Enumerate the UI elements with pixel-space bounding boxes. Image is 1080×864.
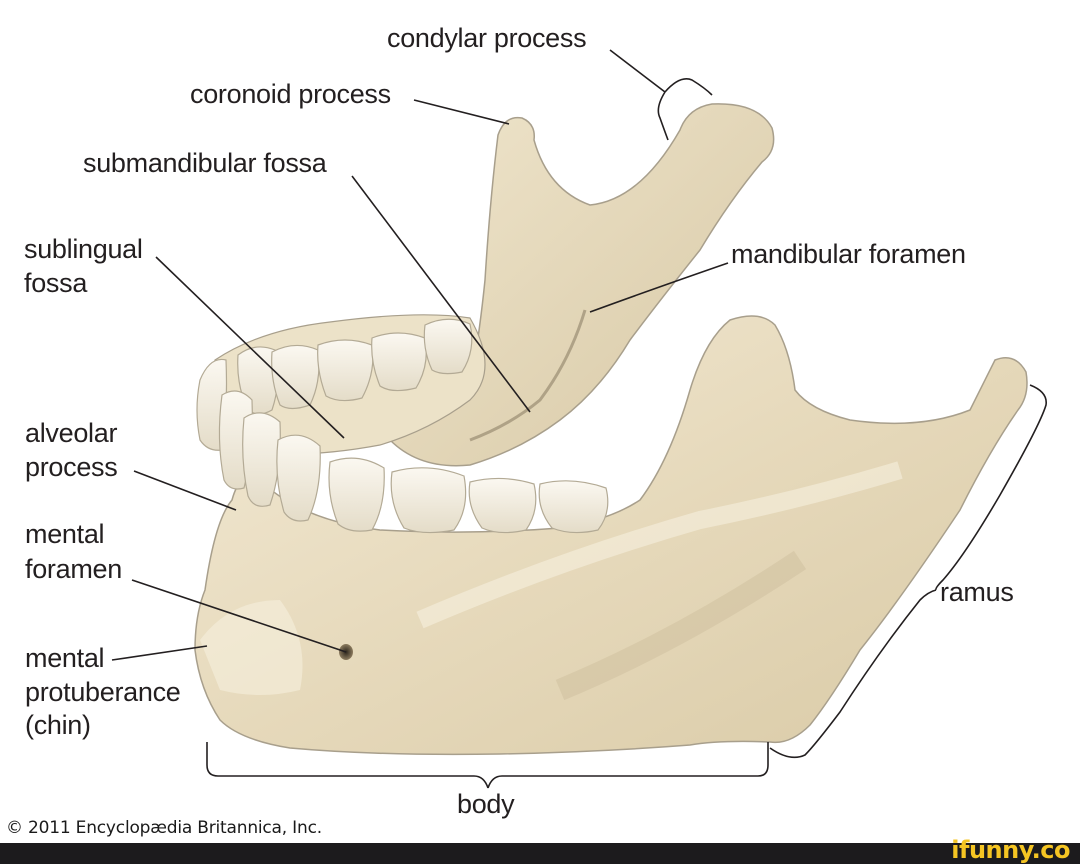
label-coronoid-process: coronoid process xyxy=(190,79,391,109)
label-submandibular-fossa: submandibular fossa xyxy=(83,148,327,178)
front-mandible xyxy=(194,315,1028,756)
leader-lines xyxy=(111,49,1047,789)
label-mental-foramen-2: foramen xyxy=(25,554,122,584)
watermark-text: ifunny.co xyxy=(951,836,1070,864)
label-sublingual-fossa-2: fossa xyxy=(24,268,88,298)
label-alveolar-process-1: alveolar xyxy=(25,418,118,448)
ifunny-watermark: ifunny.co xyxy=(951,836,1070,864)
label-body: body xyxy=(457,789,515,819)
label-condylar-process: condylar process xyxy=(387,23,587,53)
copyright-notice: © 2011 Encyclopædia Britannica, Inc. xyxy=(6,818,322,838)
watermark-bar xyxy=(0,843,1080,864)
label-mental-foramen-1: mental xyxy=(25,519,105,549)
label-sublingual-fossa-1: sublingual xyxy=(24,234,143,264)
label-ramus: ramus xyxy=(940,577,1014,607)
label-mandibular-foramen: mandibular foramen xyxy=(731,239,966,269)
label-alveolar-process-2: process xyxy=(25,452,118,482)
back-mandible xyxy=(212,103,775,467)
label-mental-protuberance-1: mental xyxy=(25,643,105,673)
label-mental-protuberance-3: (chin) xyxy=(25,710,91,740)
label-mental-protuberance-2: protuberance xyxy=(25,677,181,707)
